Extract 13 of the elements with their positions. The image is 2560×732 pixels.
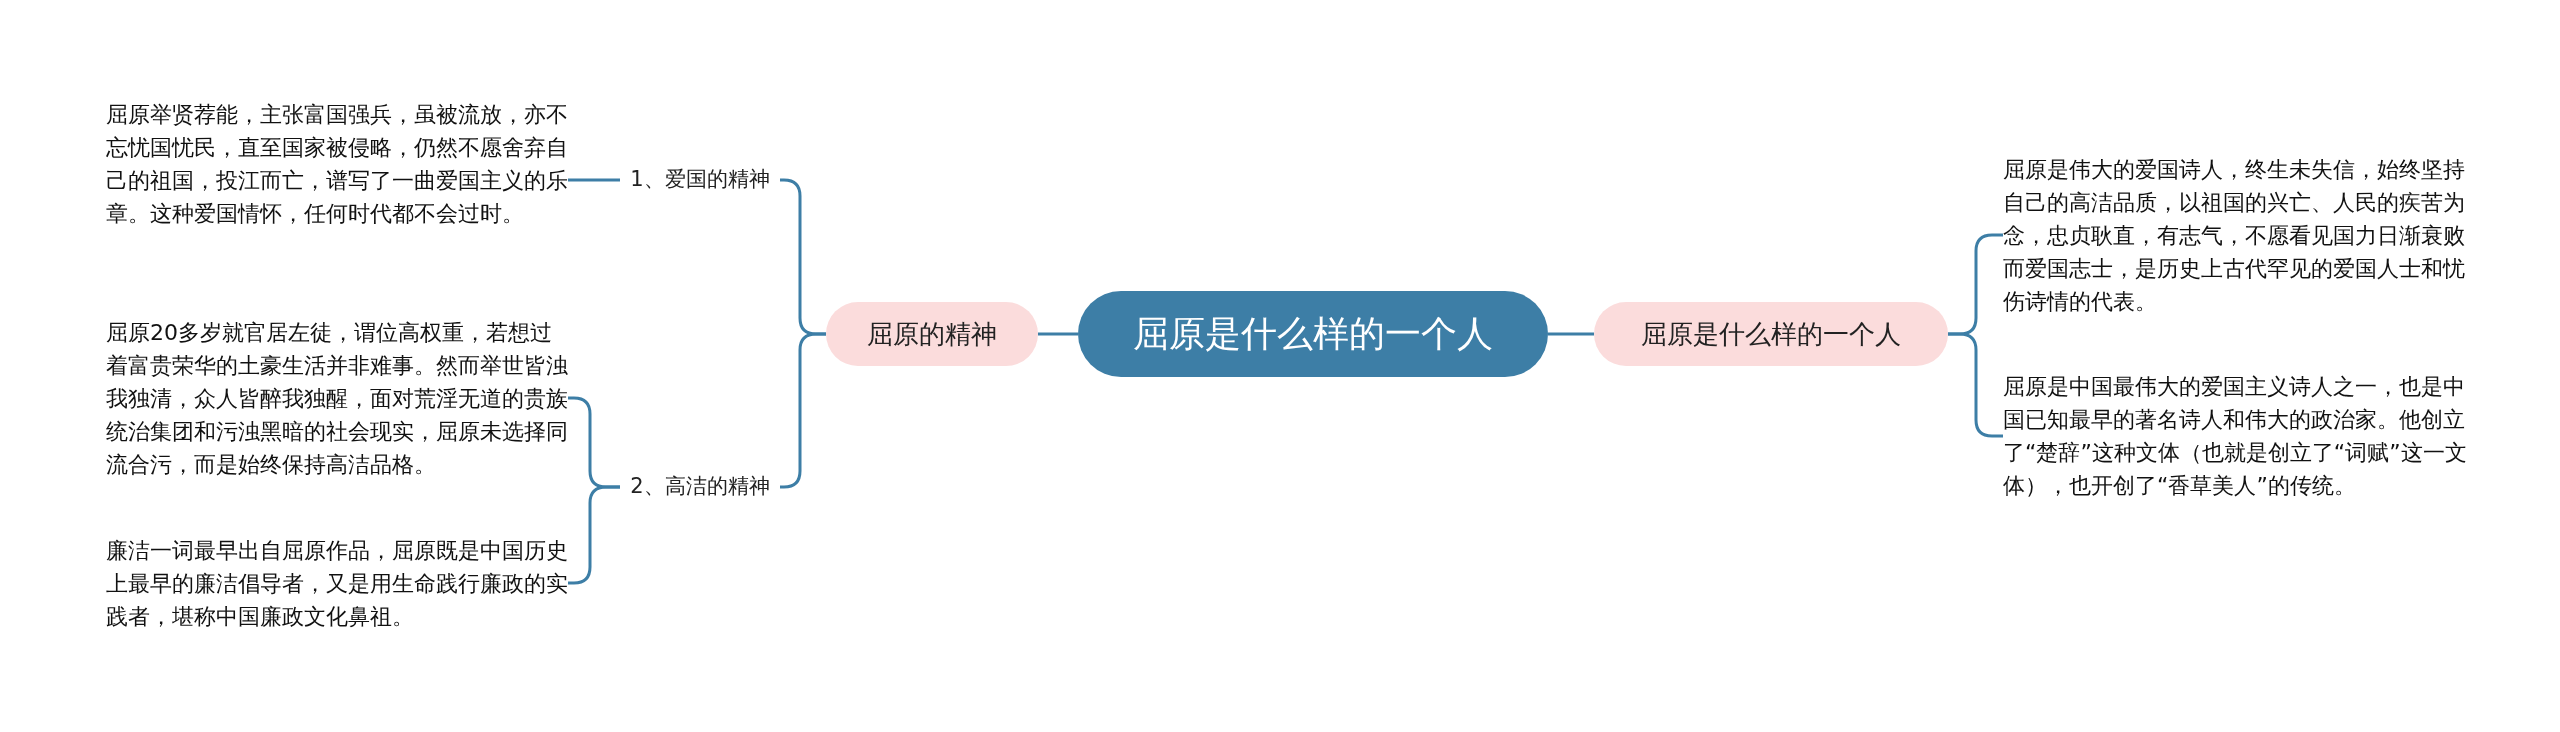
connector-line [1548,332,1594,336]
subtopic-label: 1、爱国的精神 [620,163,780,197]
note-text: 屈原是中国最伟大的爱国主义诗人之一，也是中国已知最早的著名诗人和伟大的政治家。他创立了“楚辞”这种文体（也就是创立了“词赋”这一文体），也开创了“香草美人”的传统。 [2003,370,2473,502]
branch-topic: 屈原的精神 [826,302,1038,366]
note-text: 屈原20多岁就官居左徒，谓位高权重，若想过着富贵荣华的土豪生活并非难事。然而举世皆浊我独清，众人皆醉我独醒，面对荒淫无道的贵族统治集团和污浊黑暗的社会现实，屈原未选择同流合污，而是始终保持高洁品格。 [106,315,568,481]
branch-topic: 屈原是什么样的一个人 [1594,302,1948,366]
note-text: 廉洁一词最早出自屈原作品，屈原既是中国历史上最早的廉洁倡导者，又是用生命践行廉政的实践者，堪称中国廉政文化鼻祖。 [106,533,568,633]
note-text: 屈原举贤荐能，主张富国强兵，虽被流放，亦不忘忧国忧民，直至国家被侵略，仍然不愿舍弃自己的祖国，投江而亡，谱写了一曲爱国主义的乐章。这种爱国情怀，任何时代都不会过时。 [106,97,568,263]
connector-line [568,178,620,182]
connector-line [1038,332,1078,336]
central-topic: 屈原是什么样的一个人 [1078,291,1548,377]
subtopic-label: 2、高洁的精神 [620,470,780,504]
note-text: 屈原是伟大的爱国诗人，终生未失信，始终坚持自己的高洁品质，以祖国的兴亡、人民的疾苦为念，忠贞耿直，有志气，不愿看见国力日渐衰败而爱国志士，是历史上古代罕见的爱国人士和忧伤诗情的代表。 [2003,152,2473,318]
